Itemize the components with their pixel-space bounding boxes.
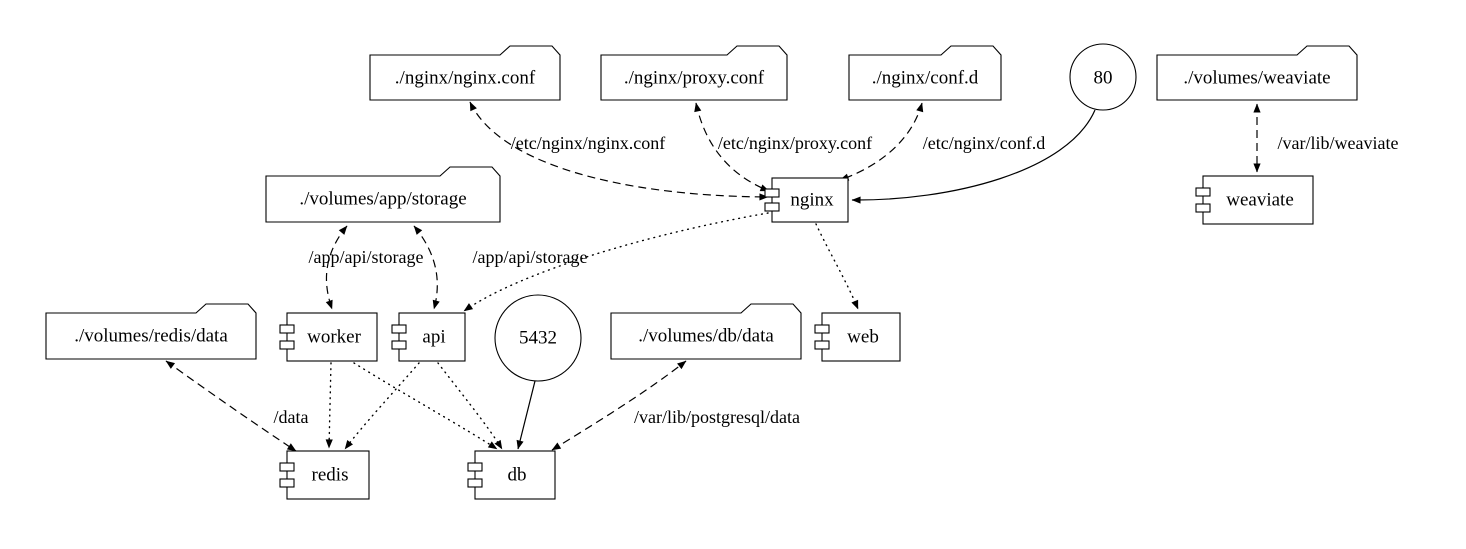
circle-shape-port-5432	[494, 294, 582, 382]
node-label-volumes-app-storage: ./volumes/app/storage	[299, 188, 467, 210]
folder-shape-volumes-app-storage	[265, 166, 501, 223]
component-shape-api	[391, 312, 466, 362]
edge-label-api-storage-mount: /app/api/storage	[472, 247, 588, 267]
circle-shape-port-80	[1069, 43, 1137, 111]
edge-port-80-nginx	[851, 109, 1096, 204]
node-label-port-5432: 5432	[519, 327, 557, 349]
folder-shape-volumes-redis-data	[45, 303, 257, 360]
node-label-nginx: nginx	[790, 189, 834, 211]
edge-worker-db	[353, 362, 498, 450]
edge-nginx-proxy-conf	[694, 102, 770, 192]
folder-shape-proxy-conf	[600, 45, 788, 101]
folder-shape-conf-d	[848, 45, 1002, 101]
node-label-db: db	[507, 464, 527, 486]
node-label-weaviate: weaviate	[1226, 189, 1294, 211]
edge-db-volume	[551, 360, 687, 451]
edge-worker-storage	[325, 225, 348, 310]
edge-api-db	[437, 362, 503, 450]
edge-label-worker-storage-mount: /app/api/storage	[308, 247, 424, 267]
node-label-nginx-conf: ./nginx/nginx.conf	[394, 67, 536, 89]
edge-label-proxy-conf-mount: /etc/nginx/proxy.conf	[717, 133, 873, 153]
node-label-web: web	[847, 326, 879, 348]
node-label-redis: redis	[311, 464, 349, 486]
edge-label-conf-d-mount: /etc/nginx/conf.d	[922, 133, 1046, 153]
edge-api-storage	[413, 225, 440, 310]
component-shape-web	[814, 312, 901, 362]
node-label-conf-d: ./nginx/conf.d	[871, 67, 979, 89]
node-label-volumes-redis-data: ./volumes/redis/data	[74, 325, 228, 347]
node-label-volumes-weaviate: ./volumes/weaviate	[1183, 67, 1331, 89]
edge-label-nginx-conf-mount: /etc/nginx/nginx.conf	[510, 133, 666, 153]
folder-shape-volumes-weaviate	[1156, 45, 1358, 101]
folder-shape-volumes-db-data	[610, 303, 802, 360]
edge-redis-volume	[165, 360, 297, 452]
edge-label-db-data-mount: /var/lib/postgresql/data	[634, 407, 800, 427]
edge-label-redis-data-mount: /data	[273, 407, 309, 427]
edges-layer	[165, 101, 1261, 452]
folder-shape-nginx-conf	[369, 45, 561, 101]
edge-api-redis	[344, 362, 420, 450]
edge-nginx-web	[815, 223, 859, 310]
edge-nginx-conf-d	[839, 102, 924, 181]
edge-worker-redis	[325, 362, 333, 449]
node-label-volumes-db-data: ./volumes/db/data	[638, 325, 774, 347]
nodes-layer	[45, 43, 1358, 500]
edge-port-5432-db	[516, 380, 536, 450]
edge-nginx-api	[463, 212, 769, 312]
edge-label-weaviate-mount: /var/lib/weaviate	[1277, 133, 1399, 153]
node-label-worker: worker	[307, 326, 361, 348]
component-shape-db	[467, 450, 556, 500]
edge-nginx-nginx-conf	[469, 101, 769, 201]
component-shape-worker	[279, 312, 378, 362]
node-label-port-80: 80	[1093, 67, 1113, 89]
component-shape-redis	[279, 450, 370, 500]
component-shape-nginx	[764, 177, 849, 223]
node-label-proxy-conf: ./nginx/proxy.conf	[623, 67, 765, 89]
component-shape-weaviate	[1195, 175, 1314, 225]
node-label-api: api	[422, 326, 446, 348]
